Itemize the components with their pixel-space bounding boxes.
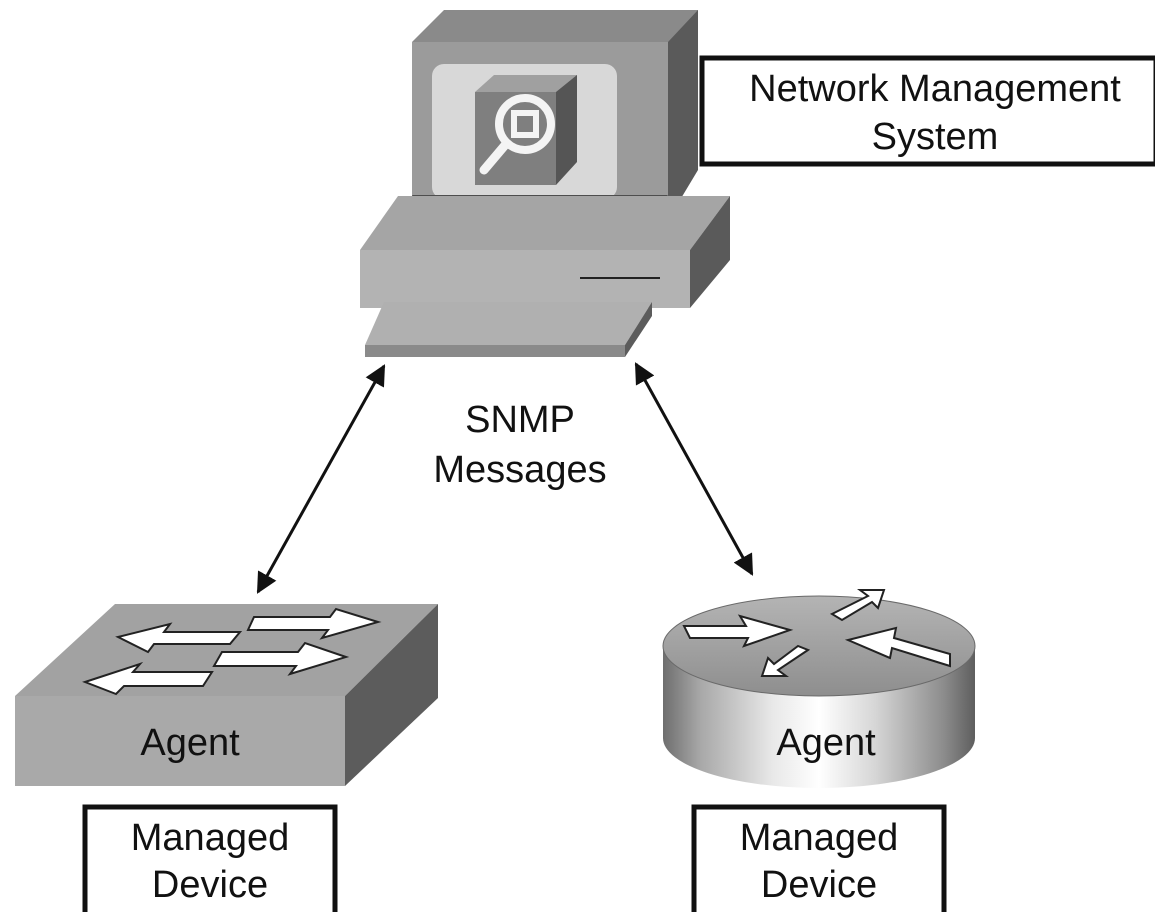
nms-label-line2: System xyxy=(872,116,999,158)
snmp-arrow-left xyxy=(256,364,386,594)
switch-icon xyxy=(15,604,438,786)
left-managed-device-line2: Device xyxy=(152,864,268,906)
left-managed-device-box xyxy=(82,804,338,912)
router-agent-label: Agent xyxy=(776,722,876,764)
snmp-messages-line1: SNMP xyxy=(465,399,575,441)
nms-label-box xyxy=(699,55,1155,167)
switch-agent-label: Agent xyxy=(140,722,240,764)
right-managed-device-line1: Managed xyxy=(740,817,898,859)
nms-label-line1: Network Management xyxy=(749,68,1121,110)
right-managed-device-box xyxy=(691,804,947,912)
left-managed-device-line1: Managed xyxy=(131,817,289,859)
magnifier-icon xyxy=(475,75,577,185)
workstation-icon xyxy=(360,10,730,357)
router-icon xyxy=(662,589,976,788)
snmp-arrow-right xyxy=(634,362,754,576)
snmp-messages-line2: Messages xyxy=(433,449,606,491)
right-managed-device-line2: Device xyxy=(761,864,877,906)
